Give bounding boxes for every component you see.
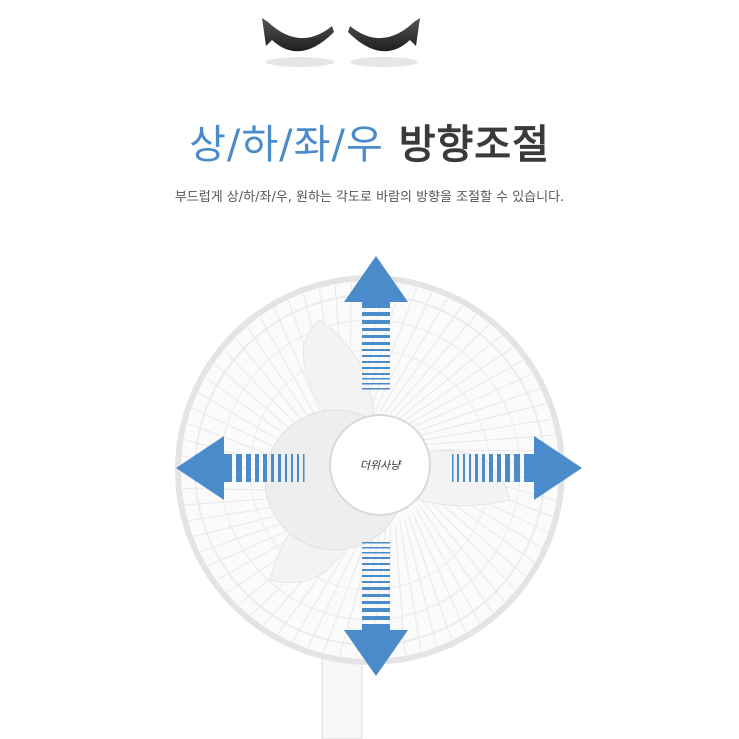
guard-spoke bbox=[259, 317, 325, 432]
guard-spoke bbox=[411, 512, 467, 632]
swing-left-arrow-icon bbox=[262, 18, 334, 67]
guard-spoke bbox=[307, 529, 366, 648]
guard-spoke bbox=[339, 529, 376, 656]
guard-spoke bbox=[424, 434, 555, 446]
guard-spoke bbox=[424, 495, 516, 590]
title-main: 방향조절 bbox=[398, 122, 550, 168]
fan-illustration: 더위사냥 bbox=[175, 256, 582, 739]
page-subtitle: 부드럽게 상/하/좌/우, 원하는 각도로 바람의 방향을 조절할 수 있습니다… bbox=[174, 190, 565, 205]
guard-spoke bbox=[408, 359, 523, 425]
guard-spoke bbox=[415, 508, 481, 623]
guard-spoke bbox=[404, 347, 513, 422]
guard-spoke bbox=[390, 314, 477, 414]
swing-right-arrow-icon bbox=[348, 18, 420, 67]
guard-spoke bbox=[323, 529, 371, 653]
guard-spoke bbox=[415, 388, 540, 432]
guard-spoke bbox=[412, 373, 532, 429]
guard-spoke bbox=[395, 324, 490, 416]
guard-spoke bbox=[403, 519, 437, 647]
swing-icons bbox=[262, 18, 420, 67]
guard-spoke bbox=[379, 298, 448, 412]
hub-logo: 더위사냥 bbox=[360, 459, 402, 472]
fan-hub: 더위사냥 bbox=[329, 414, 431, 516]
title-accent: 상/하/좌/우 bbox=[189, 122, 384, 168]
guard-spoke bbox=[421, 499, 505, 602]
arrow-right-icon bbox=[452, 436, 582, 500]
guard-spoke bbox=[419, 403, 547, 437]
guard-spoke bbox=[369, 287, 417, 411]
guard-spoke bbox=[385, 305, 463, 413]
arrow-down-icon bbox=[344, 542, 408, 676]
page-title: 상/하/좌/우 방향조절 bbox=[0, 112, 739, 170]
guard-spoke bbox=[374, 292, 433, 411]
guard-spoke bbox=[408, 515, 452, 640]
guard-spoke bbox=[421, 418, 552, 441]
arrow-left-icon bbox=[176, 436, 305, 500]
guard-spoke bbox=[273, 308, 329, 428]
arrow-up-icon bbox=[344, 256, 408, 390]
guard-spoke bbox=[418, 504, 493, 613]
guard-spoke bbox=[399, 335, 502, 419]
guard-spoke bbox=[399, 521, 422, 652]
